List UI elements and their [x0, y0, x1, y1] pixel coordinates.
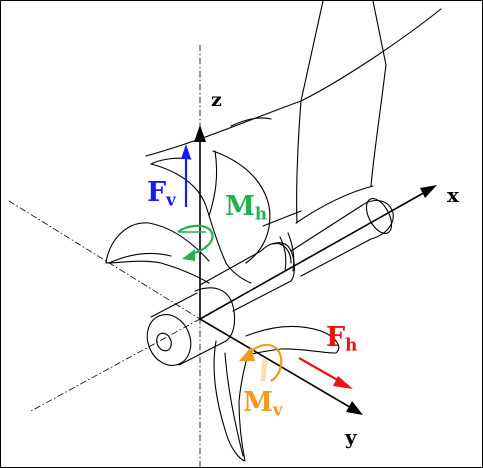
propeller-blades [105, 150, 340, 462]
strut-outline [145, 1, 442, 227]
force-horizontal-subscript: h [345, 334, 358, 355]
force-horizontal-symbol: F [326, 322, 346, 353]
force-vertical-arrow [181, 144, 191, 207]
moment-vertical-label: Mv [243, 389, 283, 418]
moment-horizontal-subscript: h [254, 203, 268, 224]
force-vertical-subscript: v [166, 189, 176, 210]
axis-z-label: z [211, 89, 222, 111]
moment-horizontal-symbol: M [225, 191, 255, 222]
axis-x-line [199, 190, 428, 320]
axis-x-arrowhead [420, 185, 437, 198]
axis-y-line [199, 318, 354, 410]
axis-z-arrowhead [194, 125, 206, 142]
axis-x-label: x [447, 183, 459, 207]
moment-vertical-arrow [239, 343, 283, 382]
force-vertical-label: Fv [147, 179, 176, 208]
force-horizontal-arrow [298, 357, 353, 389]
moment-vertical-symbol: M [243, 387, 273, 418]
axis-y-label: y [345, 425, 357, 449]
moment-vertical-subscript: v [272, 399, 283, 420]
axis-y-arrowhead [346, 401, 363, 415]
moment-horizontal-label: Mh [225, 193, 267, 222]
axes [199, 136, 428, 410]
force-horizontal-label: Fh [326, 324, 357, 353]
force-vertical-symbol: F [147, 177, 167, 208]
propeller-hub [146, 198, 394, 366]
moment-horizontal-arrow [177, 224, 214, 261]
